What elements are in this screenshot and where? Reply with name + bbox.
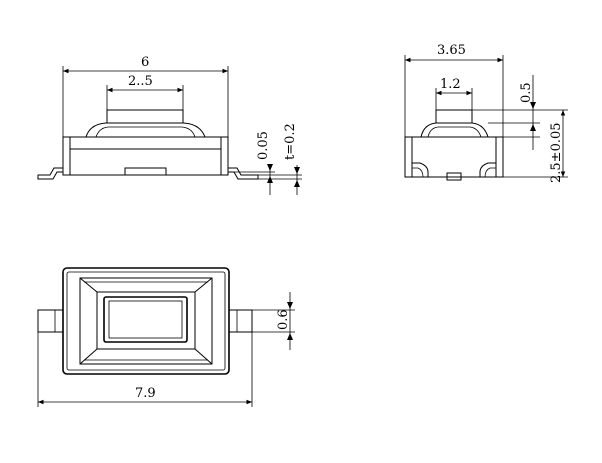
top-terminal-label: 0.6 [276, 309, 291, 330]
front-actuator [106, 109, 184, 124]
top-overall-label: 7.9 [135, 386, 156, 401]
front-gap-label: 0.05 [256, 131, 271, 160]
side-height-label: 2.5±0.05 [549, 122, 564, 183]
side-travel-label: 0.5 [519, 82, 534, 103]
top-right-terminal [228, 309, 253, 333]
side-right-terminal [479, 162, 496, 177]
side-width-label: 3.65 [437, 43, 466, 58]
side-actuator-label: 1.2 [440, 77, 461, 92]
side-view: 3.65 1.2 0.5 2.5±0.05 [404, 43, 568, 183]
front-right-terminal [228, 167, 259, 180]
front-width-label: 6 [141, 55, 149, 70]
top-button [103, 296, 188, 343]
front-body [62, 136, 229, 176]
front-view: 6 2..5 0.05 t=0.2 [37, 55, 302, 195]
front-thickness-label: t=0.2 [283, 123, 298, 160]
top-left-terminal [37, 309, 64, 333]
front-left-terminal [37, 167, 63, 180]
side-actuator [435, 109, 473, 124]
top-view: 7.9 0.6 [37, 267, 295, 407]
side-bottom-tab [446, 172, 462, 181]
front-dome [85, 122, 206, 138]
side-body [404, 136, 504, 178]
side-left-terminal [412, 162, 429, 177]
front-actuator-label: 2..5 [128, 74, 153, 89]
